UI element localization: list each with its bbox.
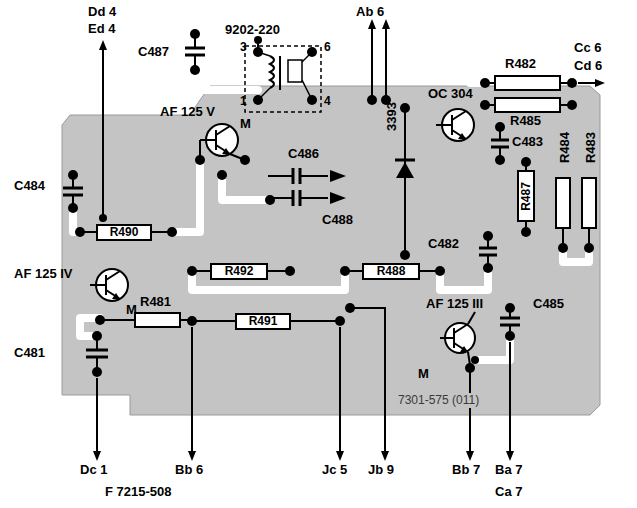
- pin-number: 4: [324, 94, 331, 109]
- board-reference: Cc 6: [574, 40, 601, 55]
- pin-number: 3: [240, 40, 247, 55]
- resistor-label: R484: [557, 132, 572, 163]
- capacitor-label: C486: [288, 146, 319, 161]
- resistor-symbol: R490: [96, 224, 152, 241]
- board-number: 7301-575 (011): [396, 393, 481, 408]
- capacitor-label: C484: [14, 178, 45, 193]
- capacitor-label: C481: [14, 345, 45, 360]
- capacitor-label: C485: [533, 296, 564, 311]
- board-reference: Dc 1: [80, 462, 107, 477]
- board-reference: Dd 4: [88, 4, 116, 19]
- capacitor-label: C488: [322, 212, 353, 227]
- board-reference: Ab 6: [356, 4, 384, 19]
- transistor-label: AF 125 IV: [14, 266, 73, 281]
- resistor-symbol: R492: [210, 263, 268, 280]
- resistor-label: R481: [140, 294, 171, 309]
- transistor-marker: M: [418, 366, 429, 381]
- board-reference: Bb 6: [175, 462, 203, 477]
- resistor-label: R491: [249, 315, 278, 328]
- resistor-symbol: R487: [517, 170, 535, 222]
- resistor-label: R483: [583, 132, 598, 163]
- resistor-label: R492: [225, 265, 254, 278]
- board-reference: Ba 7: [495, 462, 522, 477]
- board-reference: Ed 4: [88, 21, 115, 36]
- board-reference: Jc 5: [322, 462, 347, 477]
- diode-label: 3393: [384, 102, 399, 131]
- transistor-marker: M: [240, 116, 251, 131]
- resistor-symbol: R488: [362, 263, 420, 280]
- board-reference: Jb 9: [368, 462, 394, 477]
- transistor-label: OC 304: [428, 86, 473, 101]
- resistor-symbol: R491: [235, 313, 291, 330]
- capacitor-label: C482: [428, 236, 459, 251]
- board-reference: Ca 7: [495, 484, 522, 499]
- resistor-label: R488: [377, 265, 406, 278]
- capacitor-label: C487: [138, 44, 169, 59]
- resistor-label: R487: [520, 182, 533, 211]
- resistor-label: R482: [505, 56, 536, 71]
- transistor-marker: M: [126, 302, 137, 317]
- transistor-label: AF 125 III: [426, 296, 483, 311]
- board-reference: Bb 7: [452, 462, 480, 477]
- pin-number: 1: [240, 94, 247, 109]
- part-number: 9202-220: [225, 22, 280, 37]
- capacitor-label: C483: [512, 134, 543, 149]
- pin-number: 6: [324, 40, 331, 55]
- board-reference: Cd 6: [574, 58, 602, 73]
- part-number: F 7215-508: [105, 484, 172, 499]
- resistor-label: R485: [510, 113, 541, 128]
- resistor-label: R490: [110, 226, 139, 239]
- transistor-label: AF 125 V: [160, 104, 215, 119]
